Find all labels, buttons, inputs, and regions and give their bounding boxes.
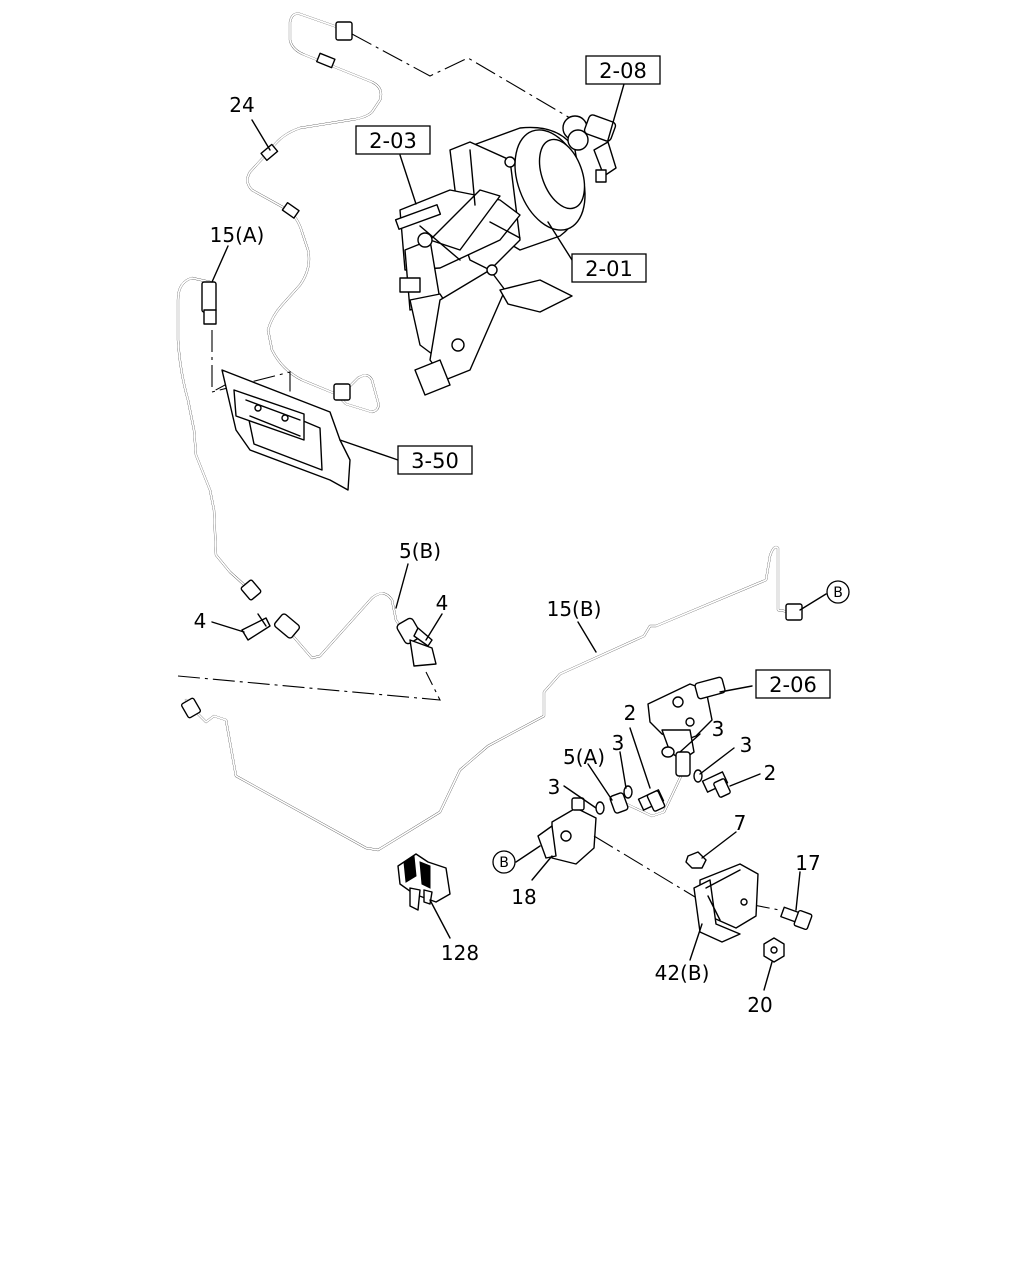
pipe-24-sleeve	[316, 52, 336, 69]
nut-7	[685, 851, 707, 869]
bolt-2-left	[637, 789, 666, 812]
washer-3-c	[595, 801, 605, 815]
hose-5a-end-fitting	[675, 751, 691, 777]
pipe-15b-left-nut	[180, 697, 202, 719]
label-24[interactable]: 24	[229, 93, 254, 117]
clutch-pedal-assembly	[394, 126, 586, 396]
washer-3-d	[693, 769, 703, 783]
washer-3-a	[623, 785, 633, 799]
callout-3-50[interactable]: 3-50	[397, 445, 473, 475]
label-4-left[interactable]: 4	[194, 609, 207, 633]
label-18[interactable]: 18	[511, 885, 536, 909]
clip-4-right	[409, 627, 437, 667]
label-42b[interactable]: 42(B)	[655, 961, 710, 985]
pipe-15a-fitting	[203, 309, 217, 325]
label-2-left[interactable]: 2	[624, 701, 637, 725]
pipe-15a-nut	[201, 281, 217, 313]
label-4-right[interactable]: 4	[436, 591, 449, 615]
leader-lines	[211, 83, 827, 991]
callout-2-08-text: 2-08	[599, 59, 647, 83]
label-5a[interactable]: 5(A)	[563, 745, 605, 769]
label-5b[interactable]: 5(B)	[399, 539, 441, 563]
label-2-right[interactable]: 2	[764, 761, 777, 785]
bracket-42b	[693, 863, 759, 943]
pipe-15b-right-nut	[785, 603, 803, 621]
pipe-15a-lower-nut	[240, 579, 262, 601]
label-128[interactable]: 128	[441, 941, 479, 965]
bracket-3-50	[221, 369, 351, 491]
hose-5b-end-fitting	[273, 613, 301, 639]
nut-20	[763, 937, 785, 963]
label-3-a[interactable]: 3	[612, 731, 625, 755]
part-2-08-fitting	[562, 114, 617, 183]
bolt-2-right	[701, 771, 731, 798]
label-3-b[interactable]: 3	[712, 717, 725, 741]
callout-2-01-text: 2-01	[585, 257, 633, 281]
hose-5a	[609, 751, 691, 818]
washer-3-b	[661, 746, 675, 758]
connector-b-top[interactable]: B	[826, 580, 850, 604]
hose-5b	[273, 592, 422, 660]
label-20[interactable]: 20	[747, 993, 772, 1017]
label-15a[interactable]: 15(A)	[210, 223, 265, 247]
leader-dash-24-to-cylinder	[351, 33, 571, 119]
clip-128	[397, 853, 451, 911]
part-labels: 24 15(A) 5(B) 4 4 15(B) 2 3 3 5(A) 3 3 2…	[194, 93, 821, 1017]
pipe-24-top-nut	[335, 21, 353, 41]
pipe-15b	[180, 545, 803, 852]
callout-2-03-text: 2-03	[369, 129, 417, 153]
connector-b-top-text: B	[833, 585, 843, 601]
part-2-06-cylinder	[647, 676, 726, 761]
bolt-17	[780, 906, 813, 931]
callout-2-01[interactable]: 2-01	[571, 253, 647, 283]
leader-dash-15b	[177, 671, 441, 701]
callout-2-06[interactable]: 2-06	[755, 669, 831, 699]
connector-b-bottom-text: B	[499, 855, 509, 871]
junction-block-18	[537, 797, 597, 865]
label-17[interactable]: 17	[795, 851, 820, 875]
callout-2-08[interactable]: 2-08	[585, 55, 661, 85]
pipe-24	[246, 12, 383, 414]
connector-b-bottom[interactable]: B	[492, 850, 516, 874]
pipe-24-bottom-nut	[333, 383, 351, 401]
label-7[interactable]: 7	[734, 811, 747, 835]
callout-2-06-text: 2-06	[769, 673, 817, 697]
pipe-24-sleeve	[260, 143, 279, 162]
callout-3-50-text: 3-50	[411, 449, 459, 473]
pipe-15a	[176, 276, 262, 601]
hose-5a-end-fitting	[609, 792, 629, 814]
leader-dash-18-to-42b	[593, 835, 701, 901]
clip-4-left	[241, 613, 271, 641]
label-15b[interactable]: 15(B)	[547, 597, 602, 621]
callout-2-03[interactable]: 2-03	[355, 125, 431, 155]
label-3-c[interactable]: 3	[548, 775, 561, 799]
pipe-24-sleeve	[281, 202, 300, 219]
label-3-d[interactable]: 3	[740, 733, 753, 757]
